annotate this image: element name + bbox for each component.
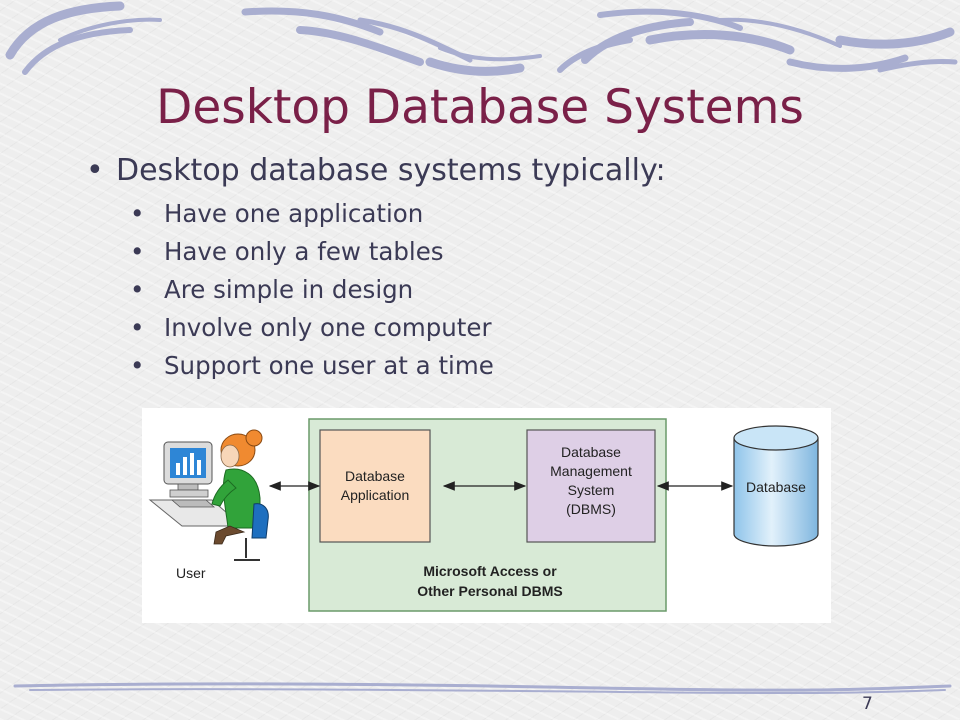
dbms-label: (DBMS) bbox=[566, 501, 616, 517]
dbms-label: Database bbox=[561, 444, 621, 460]
sub-bullet-text: Support one user at a time bbox=[164, 351, 494, 380]
sub-bullet: • Have only a few tables bbox=[130, 235, 494, 273]
bullet-dot: • bbox=[130, 313, 145, 342]
database-label: Database bbox=[746, 479, 806, 495]
dbms-label: Management bbox=[550, 463, 632, 479]
sub-bullet-text: Involve only one computer bbox=[164, 313, 492, 342]
slide-title: Desktop Database Systems bbox=[156, 80, 804, 135]
bullet-dot: • bbox=[130, 275, 145, 304]
bottom-decoration bbox=[13, 682, 952, 695]
main-bullet-text: Desktop database systems typically: bbox=[116, 153, 666, 188]
application-label: Database bbox=[345, 468, 405, 484]
dbms-box bbox=[526, 429, 656, 543]
application-label: Application bbox=[341, 487, 410, 503]
sub-bullet-text: Have only a few tables bbox=[164, 237, 444, 266]
dbms-label: System bbox=[568, 482, 615, 498]
main-bullet: • Desktop database systems typically: bbox=[86, 153, 666, 188]
container-label: Microsoft Access or bbox=[423, 563, 557, 579]
bullet-dot: • bbox=[130, 237, 145, 266]
sub-bullet: • Support one user at a time bbox=[130, 349, 494, 387]
bullet-dot: • bbox=[130, 199, 145, 228]
sub-bullet: • Involve only one computer bbox=[130, 311, 494, 349]
application-box bbox=[319, 429, 431, 543]
bullet-dot: • bbox=[86, 153, 104, 188]
sub-bullet-text: Have one application bbox=[164, 199, 424, 228]
sub-bullet-list: • Have one application • Have only a few t… bbox=[130, 197, 494, 387]
page-number: 7 bbox=[862, 694, 873, 714]
bullet-dot: • bbox=[130, 351, 145, 380]
sub-bullet-text: Are simple in design bbox=[164, 275, 414, 304]
sub-bullet: • Are simple in design bbox=[130, 273, 494, 311]
architecture-diagram: Database Application Database Management… bbox=[142, 408, 831, 623]
database-cylinder bbox=[733, 425, 819, 547]
sub-bullet: • Have one application bbox=[130, 197, 494, 235]
top-decoration bbox=[5, 1, 958, 76]
container-label: Other Personal DBMS bbox=[417, 583, 562, 599]
user-label: User bbox=[176, 565, 206, 581]
user-illustration bbox=[148, 429, 269, 561]
